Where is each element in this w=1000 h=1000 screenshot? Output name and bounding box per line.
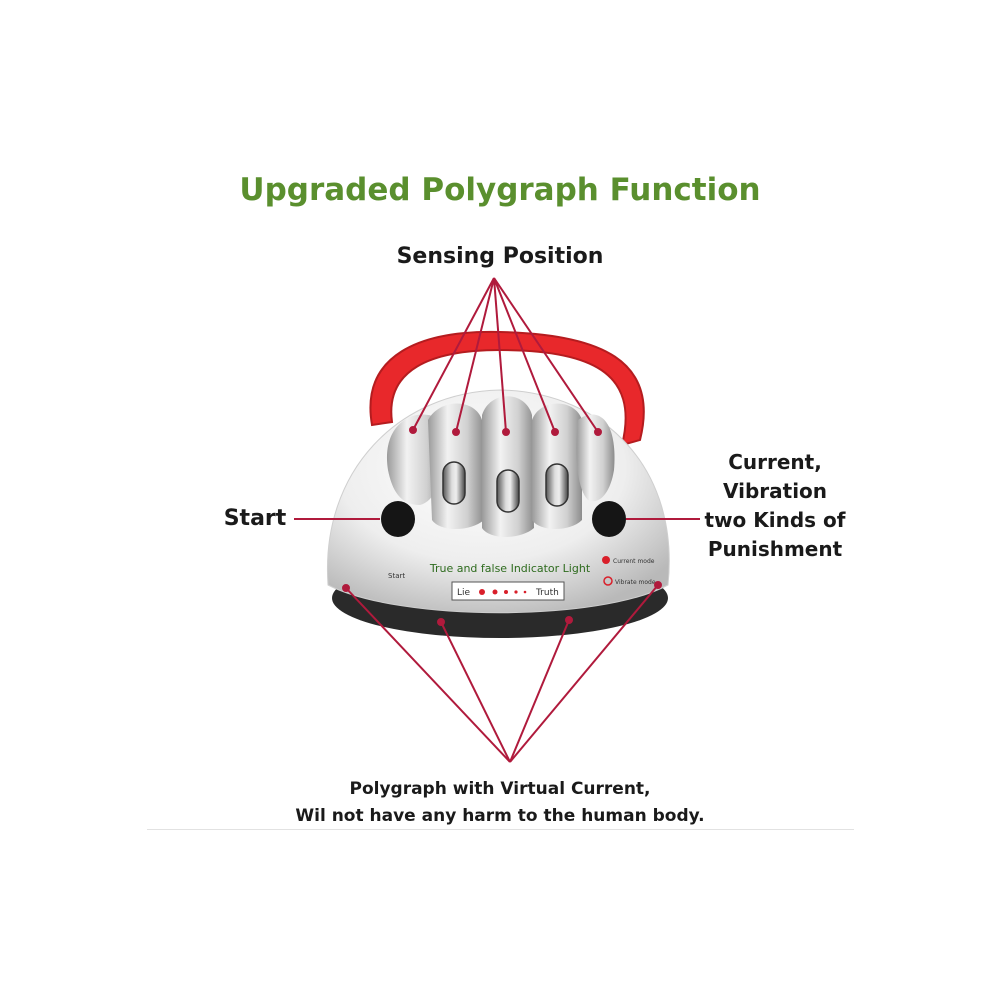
start-button [381,501,415,537]
truth-label: Truth [535,588,559,598]
punishment-line: Vibration [722,479,828,503]
sensor-pad [442,461,466,505]
finger-groove [482,396,534,537]
finger-groove [576,414,615,502]
punishment-line: two Kinds of [704,508,846,532]
indicator-led [492,589,498,595]
indicator-led [514,590,518,594]
sensing-pointers [409,277,602,436]
indicator-panel [451,581,565,601]
indicator-led [523,590,527,594]
start-label: Start [223,506,287,531]
safety-note: Polygraph with Virtual Current, Wil not … [150,776,850,830]
punishment-line: Punishment [707,537,843,561]
mode-button [592,501,626,537]
current-mode-label: Current mode [613,558,655,565]
punishment-label: Current, Vibration two Kinds of Punishme… [690,448,860,564]
page-title: Upgraded Polygraph Function [239,172,761,208]
lie-label: Lie [457,588,471,598]
punishment-line: Current, [728,450,822,474]
device-start-label: Start [388,572,405,580]
sensor-pad [496,469,520,513]
indicator-led [479,589,485,595]
safety-note-line: Polygraph with Virtual Current, [349,779,651,799]
carry-strap [369,330,645,447]
sensor-pad [545,463,569,507]
vibrate-mode-icon [603,576,613,586]
vibrate-mode-label: Vibrate mode [615,579,656,586]
indicator-led [504,590,508,594]
safety-note-line: Wil not have any harm to the human body. [295,806,705,826]
current-mode-icon [602,556,610,564]
indicator-title: True and false Indicator Light [429,562,591,575]
divider [147,829,854,830]
base-pointers [342,581,662,763]
sensing-position-label: Sensing Position [396,244,604,269]
